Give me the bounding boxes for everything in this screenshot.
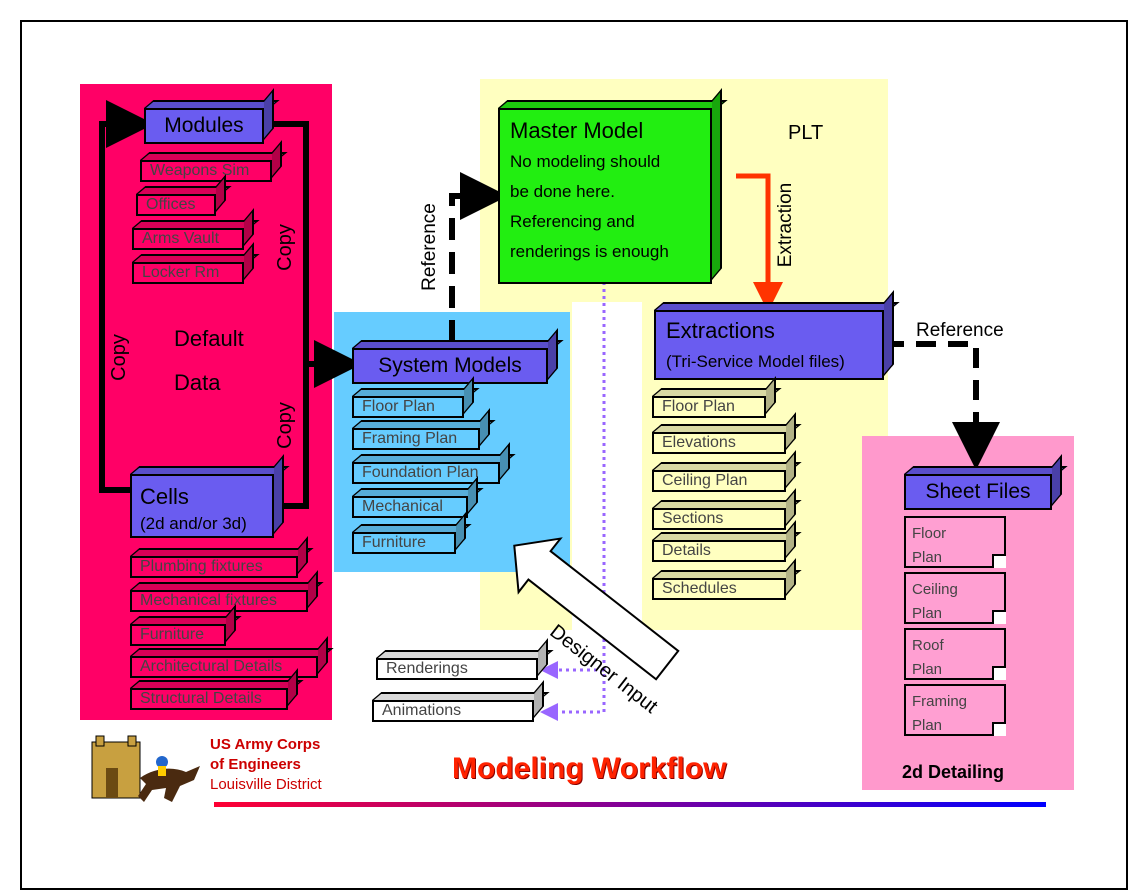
module-item: Weapons Sim — [140, 160, 272, 182]
sheet-item: Roof Plan — [904, 628, 1006, 680]
reference-arrow-up — [449, 172, 508, 342]
copy-label-bottom: Copy — [273, 402, 296, 449]
extraction-item: Schedules — [652, 578, 786, 600]
extraction-item: Elevations — [652, 432, 786, 454]
cell-item: Architectural Details — [130, 656, 318, 678]
system-item: Furniture — [352, 532, 456, 554]
reference-arrow-right — [884, 341, 1000, 470]
master-model-line: be done here. — [510, 182, 615, 201]
sheet-files-header: Sheet Files — [904, 474, 1052, 510]
default-data-line2: Data — [174, 370, 221, 395]
output-item-renderings: Renderings — [376, 658, 538, 680]
cell-item: Mechanical fixtures — [130, 590, 308, 612]
cell-item: Structural Details — [130, 688, 288, 710]
cell-item: Plumbing fixtures — [130, 556, 298, 578]
copy-loop-left — [99, 100, 154, 493]
master-model-line: No modeling should — [510, 152, 661, 171]
extraction-label: Extraction — [775, 182, 797, 268]
module-item: Arms Vault — [132, 228, 244, 250]
extraction-item: Ceiling Plan — [652, 470, 786, 492]
master-model: Master Model No modeling should be done … — [498, 108, 712, 284]
org-line3: Louisville District — [210, 776, 322, 793]
sheet-item: Framing Plan — [904, 684, 1006, 736]
cells-header-sub: (2d and/or 3d) — [140, 514, 247, 533]
module-item: Locker Rm — [132, 262, 244, 284]
extraction-arrow — [736, 173, 783, 312]
extraction-item: Sections — [652, 508, 786, 530]
copy-label-top: Copy — [273, 224, 296, 271]
sheet-item: Floor Plan — [904, 516, 1006, 568]
extraction-item: Details — [652, 540, 786, 562]
copy-loop-right — [266, 121, 309, 509]
org-line2: of Engineers — [210, 756, 301, 773]
copy-label-left: Copy — [107, 334, 130, 381]
title-underline — [214, 802, 1046, 807]
extractions-sub: (Tri-Service Model files) — [666, 352, 845, 371]
system-item: Floor Plan — [352, 396, 464, 418]
extraction-item: Floor Plan — [652, 396, 766, 418]
extractions-header: Extractions (Tri-Service Model files) — [654, 310, 884, 380]
output-item-animations: Animations — [372, 700, 534, 722]
master-model-line: Referencing and — [510, 212, 635, 231]
system-item: Mechanical — [352, 496, 468, 518]
cells-header-title: Cells — [140, 484, 189, 509]
render-dotted-line — [540, 282, 606, 721]
extractions-title: Extractions — [666, 318, 775, 343]
usace-logo — [91, 735, 200, 802]
master-model-title: Master Model — [510, 118, 644, 143]
modules-header: Modules — [144, 108, 264, 144]
master-model-line: renderings is enough — [510, 242, 669, 261]
system-item: Framing Plan — [352, 428, 480, 450]
page-title: Modeling Workflow — [452, 752, 727, 785]
module-item: Offices — [136, 194, 216, 216]
default-data-line1: Default — [174, 326, 244, 351]
modules-header-text: Modules — [164, 114, 244, 137]
system-models-header: System Models — [352, 348, 548, 384]
sheet-item: Ceiling Plan — [904, 572, 1006, 624]
plt-label: PLT — [788, 122, 824, 144]
cell-item: Furniture — [130, 624, 226, 646]
reference-label-vertical: Reference — [418, 203, 440, 291]
reference-label-horizontal: Reference — [916, 320, 1004, 341]
system-item: Foundation Plan — [352, 462, 500, 484]
designer-input-arrow — [513, 537, 680, 681]
org-line1: US Army Corps — [210, 736, 321, 753]
detailing-label: 2d Detailing — [902, 762, 1005, 782]
cells-header: Cells (2d and/or 3d) — [130, 474, 274, 538]
